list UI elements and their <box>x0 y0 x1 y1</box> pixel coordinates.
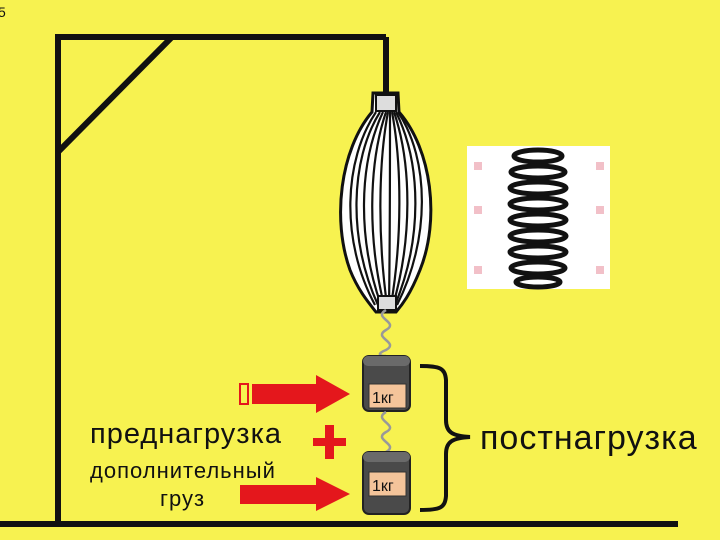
afterload-label: постнагрузка <box>480 419 698 458</box>
slide-number: 5 <box>0 4 6 20</box>
weight-bottom-label: 1кг <box>372 478 394 496</box>
plus-sign <box>313 425 346 459</box>
additional-load-label-line2: груз <box>160 486 205 512</box>
upper-spring <box>380 310 390 356</box>
lower-spring <box>382 412 390 452</box>
additional-load-label: дополнительный <box>90 458 276 484</box>
preload-arrow <box>240 375 350 413</box>
preload-label: преднагрузка <box>90 418 282 451</box>
afterload-brace <box>420 366 470 510</box>
weight-top-label: 1кг <box>372 390 394 408</box>
spring-photo-icon <box>467 146 610 289</box>
fusiform-muscle-icon <box>341 93 431 312</box>
